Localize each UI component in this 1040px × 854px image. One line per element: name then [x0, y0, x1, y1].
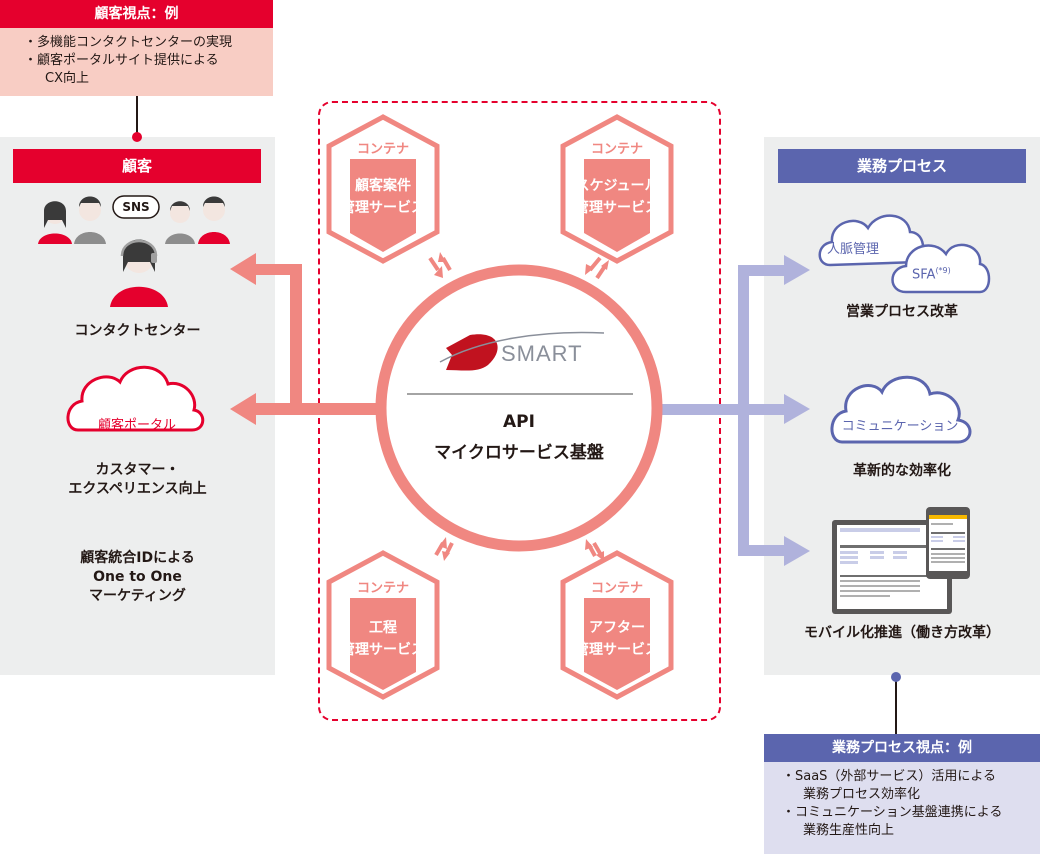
hex-bottom-right [560, 550, 674, 700]
api-label: API [503, 412, 535, 432]
mobile-caption: モバイル化推進（働き方改革） [804, 625, 1000, 641]
sfa-footnote: (*9) [935, 266, 951, 275]
arrow-left-head-portal [230, 393, 256, 425]
platform-circle [375, 264, 663, 552]
customer-viewpoint-note: 顧客視点：例 ・多機能コンタクトセンターの実現 ・顧客ポータルサイト提供による … [0, 0, 273, 96]
container-tag: コンテナ [590, 581, 643, 596]
container-tag: コンテナ [590, 142, 643, 157]
container-tag: コンテナ [356, 581, 409, 596]
exchange-arrow-top-right [585, 256, 609, 280]
dsmart-logo-text: SMART [501, 341, 583, 366]
hex-top-right [560, 114, 674, 264]
contact-center-caption: コンタクトセンター [74, 323, 201, 339]
arrow-lower-shaft-blue [738, 545, 788, 556]
person-icon [38, 201, 72, 244]
business-connector-dot [891, 672, 901, 682]
customer-people-icons [38, 195, 230, 307]
hex-bottom-left [326, 550, 440, 700]
customer-viewpoint-item: ・多機能コンタクトセンターの実現 [24, 35, 233, 50]
container-service-name: 顧客案件 管理サービス [341, 178, 425, 216]
customer-panel-title: 顧客 [13, 149, 261, 183]
operator-icon [110, 239, 168, 307]
sns-badge-frame [112, 195, 160, 219]
arrow-right-head-communication [784, 394, 810, 424]
arrow-left-head-contact-center [230, 253, 256, 285]
exchange-arrows [428, 252, 609, 561]
customer-connector-dot [132, 132, 142, 142]
business-connector-line [895, 677, 897, 735]
container-service-name: アフター 管理サービス [575, 620, 659, 658]
arrow-upper-shaft [255, 264, 302, 275]
efficiency-caption: 革新的な効率化 [853, 463, 951, 479]
person-icon [165, 201, 195, 244]
arrow-upper-shaft-blue [738, 265, 788, 276]
mobile-devices-icon [832, 507, 970, 614]
arrow-right-head-mobile [784, 536, 810, 566]
person-icon [198, 196, 230, 244]
arrow-right-head-sales [784, 255, 810, 285]
communication-cloud [830, 375, 972, 444]
customer-viewpoint-item: ・顧客ポータルサイト提供による CX向上 [24, 53, 219, 86]
sfa-cloud-label: SFA(*9) [912, 266, 951, 282]
dsmart-logo [439, 331, 605, 371]
business-arrows [660, 255, 810, 566]
communication-cloud-label: コミュニケーション [841, 419, 959, 434]
customer-viewpoint-title: 顧客視点：例 [0, 0, 273, 28]
contacts-cloud-label: 人脈管理 [826, 242, 879, 257]
contacts-cloud [818, 214, 925, 267]
exchange-arrow-bottom-left [434, 537, 454, 561]
arrow-lower-shaft [255, 403, 385, 415]
customer-arrows [230, 253, 385, 425]
sns-label: SNS [122, 200, 150, 214]
business-viewpoint-title: 業務プロセス視点：例 [764, 734, 1040, 762]
sales-process-caption: 営業プロセス改革 [846, 304, 958, 320]
business-viewpoint-item: ・コミュニケーション基盤連携による 業務生産性向上 [782, 805, 1003, 838]
business-viewpoint-item: ・SaaS（外部サービス）活用による 業務プロセス効率化 [782, 769, 997, 802]
customer-connector-line [136, 96, 138, 136]
business-panel-title: 業務プロセス [778, 149, 1026, 183]
arrow-middle-shaft-blue [660, 404, 788, 415]
container-tag: コンテナ [356, 142, 409, 157]
container-service-name: スケジュール 管理サービス [575, 178, 659, 216]
exchange-arrow-bottom-right [585, 539, 604, 561]
business-viewpoint-body: ・SaaS（外部サービス）活用による 業務プロセス効率化 ・コミュニケーション基… [764, 762, 1040, 854]
cx-caption: カスタマー・ エクスペリエンス向上 [68, 462, 207, 497]
business-viewpoint-note: 業務プロセス視点：例 ・SaaS（外部サービス）活用による 業務プロセス効率化 … [764, 734, 1040, 854]
container-service-name: 工程 管理サービス [341, 620, 425, 658]
customer-viewpoint-body: ・多機能コンタクトセンターの実現 ・顧客ポータルサイト提供による CX向上 [0, 28, 273, 96]
sfa-label: SFA [912, 267, 936, 283]
arrow-vertical-trunk [290, 264, 302, 410]
customer-portal-label: 顧客ポータル [97, 418, 176, 433]
person-icon [74, 196, 106, 244]
hex-top-left [326, 114, 440, 264]
platform-label: マイクロサービス基盤 [434, 443, 604, 463]
customer-portal-cloud [66, 365, 205, 432]
sfa-cloud [891, 243, 991, 294]
one-to-one-caption: 顧客統合IDによる One to One マーケティング [80, 550, 195, 604]
exchange-arrow-top-left [428, 252, 452, 278]
